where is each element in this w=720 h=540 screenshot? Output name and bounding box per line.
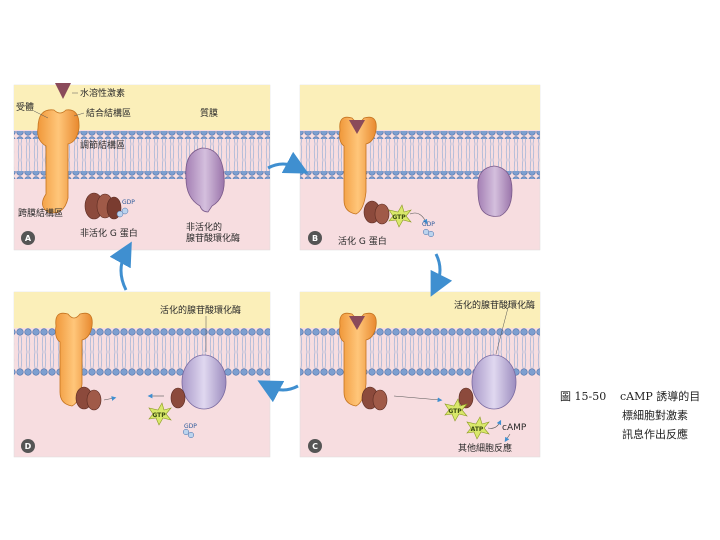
- label-active-g-protein: 活化 G 蛋白: [338, 235, 387, 247]
- caption-line-3: 訊息作出反應: [622, 428, 688, 441]
- label-hormone: 水溶性激素: [80, 87, 125, 99]
- panel-d-tag-badge: [21, 439, 35, 453]
- label-gtp-c: GTP: [448, 408, 462, 415]
- panel-a-tag-badge: [21, 231, 35, 245]
- receptor-icon: [339, 116, 377, 215]
- adenylyl-cyclase-icon: [185, 147, 225, 213]
- caption-line-1: cAMP 誘導的目: [620, 390, 701, 403]
- gtp-burst-icon: [148, 402, 172, 426]
- panel-d-membrane: [14, 328, 270, 376]
- adenylyl-cyclase-active-icon: [471, 354, 517, 410]
- hormone-bound-icon: [349, 316, 365, 330]
- label-atp: ATP: [471, 426, 484, 433]
- arrow-a-to-b: [267, 151, 309, 174]
- caption-line-2: 標細胞對激素: [622, 409, 688, 422]
- arrow-c-to-d: [257, 380, 299, 403]
- adenylyl-cyclase-icon: [477, 165, 513, 217]
- g-protein-icon: [75, 386, 102, 411]
- receptor-icon: [339, 312, 377, 407]
- receptor-icon: [55, 312, 93, 407]
- label-inactive-cyclase-2: 腺苷酸環化酶: [186, 232, 240, 244]
- gtp-burst-icon: [444, 398, 468, 422]
- label-gdp-b: GDP: [422, 221, 435, 228]
- label-active-cyclase-c: 活化的腺苷酸環化酶: [454, 299, 535, 311]
- figure-number: 圖 15-50: [560, 390, 607, 403]
- gtp-burst-icon: [388, 204, 412, 228]
- g-alpha-icon: [458, 387, 474, 409]
- label-plasma-membrane: 質膜: [200, 107, 218, 119]
- label-binding-site: 結合結構區: [86, 107, 131, 119]
- label-gdp-a: GDP: [122, 199, 135, 206]
- panel-d: GTP GDP 活化的腺苷酸環化酶 D: [13, 291, 271, 458]
- panel-b-tag: B: [312, 234, 318, 243]
- gdp-molecule-icon: [182, 428, 190, 436]
- label-inactive-g-protein: 非活化 G 蛋白: [80, 227, 138, 239]
- label-inactive-cyclase-1: 非活化的: [186, 221, 222, 233]
- atp-burst-icon: [466, 416, 490, 440]
- hormone-icon: [55, 83, 71, 99]
- arrow-d-to-a: [109, 241, 132, 291]
- hormone-bound-icon: [349, 120, 365, 134]
- panel-c-tag: C: [312, 442, 318, 451]
- label-transmembrane-site: 跨膜結構區: [18, 207, 63, 219]
- g-protein-icon: [363, 200, 390, 225]
- label-receptor: 受體: [16, 101, 34, 113]
- panel-a: 水溶性激素 受體 結合結構區 質膜 調節結構區 跨膜結構區 GDP 非活化 G …: [13, 83, 271, 251]
- panel-c: GTP ATP cAMP 活化的腺苷酸環化酶 其他細胞反應 C: [299, 291, 541, 458]
- panel-b-membrane: [300, 131, 540, 179]
- figure-caption: 圖 15-50 cAMP 誘導的目 標細胞對激素 訊息作出反應: [560, 387, 720, 444]
- panel-d-tag: D: [25, 442, 32, 451]
- gdp-molecule-icon: [116, 210, 124, 218]
- panel-b-tag-badge: [308, 231, 322, 245]
- panel-a-tag: A: [25, 234, 32, 243]
- cycle-arrows: [109, 151, 453, 403]
- label-gdp-d: GDP: [184, 423, 197, 430]
- label-cell-response: 其他細胞反應: [458, 442, 512, 454]
- label-regulatory-site: 調節結構區: [80, 139, 125, 151]
- panel-c-tag-badge: [308, 439, 322, 453]
- panel-b: GTP GDP 活化 G 蛋白 B: [299, 84, 541, 251]
- panel-b-extracellular: [300, 85, 540, 130]
- adenylyl-cyclase-active-icon: [181, 354, 227, 410]
- label-active-cyclase-d: 活化的腺苷酸環化酶: [160, 304, 241, 316]
- label-gtp-d: GTP: [152, 412, 166, 419]
- receptor-icon: [37, 109, 80, 214]
- g-protein-icon: [361, 386, 388, 411]
- label-camp: cAMP: [502, 423, 527, 433]
- g-alpha-icon: [170, 387, 186, 409]
- label-gtp-b: GTP: [392, 214, 406, 221]
- arrow-b-to-c: [430, 253, 453, 297]
